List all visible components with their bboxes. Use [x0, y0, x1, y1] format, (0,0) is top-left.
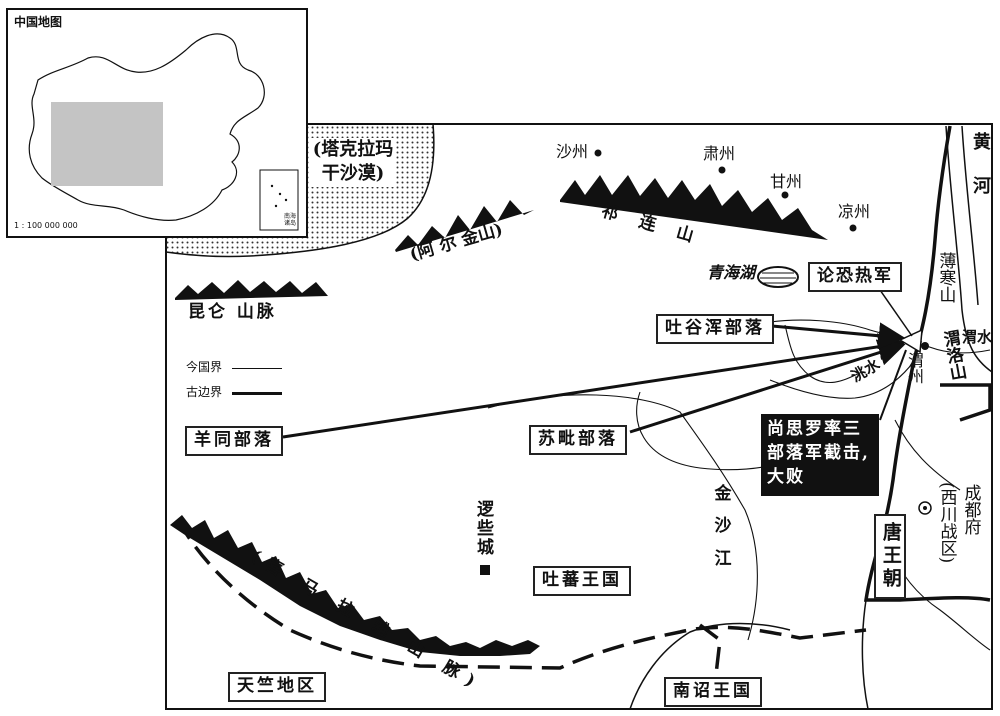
minor-river	[894, 419, 961, 491]
luoxie-label: 逻些城	[473, 500, 493, 557]
qilian-mountains	[560, 175, 828, 240]
jinsha-river-label: 金 沙 江	[714, 484, 732, 569]
tang-dynasty-box: 唐王朝	[874, 514, 906, 599]
ganzhou-label: 甘州	[770, 172, 803, 191]
suzhou-label: 肃州	[703, 144, 736, 163]
inset-china-outline	[28, 33, 299, 231]
xichuan-label: (西川战区)	[936, 482, 957, 564]
inset-highlight-area	[51, 102, 163, 186]
himalaya-mountains	[170, 515, 540, 656]
shang-siluo-note: 尚思罗率三 部落军截击, 大败	[761, 414, 879, 496]
nanzhao-kingdom-box: 南诏王国	[664, 677, 762, 707]
modern-border-2	[629, 622, 791, 710]
luoxie-city-marker	[480, 565, 490, 575]
legend: 今国界 古边界	[186, 361, 282, 401]
wei-river-label: 渭水	[962, 328, 993, 346]
yellow-river-label: 黄 河	[970, 132, 991, 205]
chengdu-label: 成都府	[960, 484, 981, 535]
tang-border	[863, 125, 991, 602]
kunlun-label: 昆仑 山脉	[188, 302, 277, 322]
liangzhou-label: 凉州	[838, 202, 871, 221]
ganzhou-dot	[781, 191, 789, 199]
chengdu-marker-core	[923, 506, 927, 510]
inset-south-sea-label: 南海诸岛	[284, 213, 297, 227]
boshan-label: 薄寒山	[935, 252, 956, 303]
shazhou-label: 沙州	[556, 142, 589, 161]
tang-border-east	[940, 383, 992, 422]
liangzhou-dot	[849, 224, 857, 232]
inset-map: 中国地图 1 : 100 000 000 南海诸岛	[6, 8, 308, 238]
ancient-border-dashed	[176, 519, 867, 670]
yellow-river-bank	[961, 125, 979, 306]
modern-border	[861, 599, 869, 710]
altun-mountains	[395, 200, 534, 252]
arrow-supi	[629, 339, 906, 434]
jinsha-river	[487, 394, 758, 641]
arrow-tuguhun	[771, 322, 906, 350]
lunkong-army-box: 论恐热军	[808, 262, 902, 292]
supi-tribe-box: 苏毗部落	[529, 425, 627, 455]
inset-title: 中国地图	[14, 15, 63, 29]
tubo-kingdom-box: 吐蕃王国	[533, 566, 631, 596]
tao-river	[769, 359, 916, 399]
kunlun-mountains	[175, 280, 328, 300]
inset-scale: 1 : 100 000 000	[14, 221, 78, 230]
suzhou-dot	[718, 166, 726, 174]
yangtong-tribe-box: 羊同部落	[185, 426, 283, 456]
inset-south-sea-box	[259, 169, 299, 231]
qinghai-lake	[757, 266, 799, 288]
legend-modern-line	[232, 368, 282, 369]
taklamakan-label: (塔克拉玛干沙漠)	[310, 138, 396, 187]
lake-hatch	[760, 272, 796, 284]
weizhou-label: 渭州	[905, 352, 924, 384]
leader-line	[879, 289, 913, 337]
tuguhun-tribe-box: 吐谷浑部落	[656, 314, 774, 344]
shazhou-dot	[594, 149, 602, 157]
arrow-yangtong	[282, 333, 906, 439]
qinghai-lake-label: 青海湖	[707, 263, 756, 282]
tianzhu-region-box: 天竺地区	[228, 672, 326, 702]
weizhou-dot	[921, 342, 929, 350]
main-map-frame	[165, 123, 993, 710]
leader-line-note	[879, 349, 907, 421]
legend-modern-label: 今国界	[186, 360, 223, 374]
legend-ancient-line	[232, 392, 282, 395]
yellow-river	[945, 125, 993, 373]
legend-ancient-label: 古边界	[186, 385, 223, 399]
